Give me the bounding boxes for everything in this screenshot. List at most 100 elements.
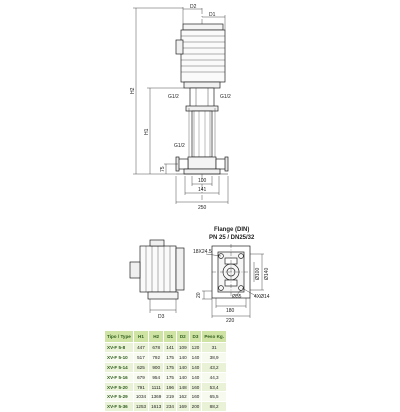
dim-phi100-label: Ø100 [255,268,261,280]
motor-body [180,29,226,83]
dim-h1-label: H1 [144,128,150,135]
header-h1: H1 [132,330,150,343]
cell-d2: 169 [175,401,190,412]
cell-type: XV-F 5-36 [104,401,134,412]
cell-d1: 219 [163,391,177,403]
bolt-hole [218,285,224,291]
cell-h1: 1253 [132,401,150,412]
cell-weight: 88,2 [201,401,227,412]
terminal-box-side [149,239,165,247]
cell-h1: 447 [132,342,150,353]
cell-d1: 175 [163,361,177,373]
cell-type: XV-F 5-8 [104,342,134,353]
cell-d1: 234 [163,401,177,412]
plan-labels: Flange (DIN) PN 25 / DN25/32 18X24.5 Ø10… [158,227,270,324]
pump-foot [183,168,221,175]
cell-d3: 200 [188,401,203,412]
cell-weight: 44,3 [201,371,227,383]
flange-title: Flange (DIN) [214,227,249,233]
table-row: XV-F 5-29 1034 1369 219 162 160 65,5 [104,391,227,403]
cell-type: XV-F 5-10 [104,351,134,363]
cell-d2: 148 [175,381,190,393]
header-type: Tipo / Type [104,330,134,343]
cell-d1: 175 [163,371,177,383]
elevation-dimensions [133,7,229,204]
bolt-hole [238,253,244,259]
table-row: XV-F 5-16 679 954 175 140 140 44,3 [104,371,227,383]
table-row: XV-F 5-14 625 900 175 140 140 43,2 [104,361,227,373]
technical-drawing: D2 D1 H2 H1 G1/2 G1/2 G1/2 75 100 141 25… [129,4,270,324]
dim-d2-label: D2 [190,4,197,10]
motor-fan-cover [182,23,224,31]
cell-d2: 109 [175,342,190,353]
cell-d1: 175 [163,351,177,363]
table-row: XV-F 5-20 791 1111 196 148 160 53,4 [104,381,227,393]
motor-support [147,291,179,300]
bolt-holes-bottom-label: 4XØ14 [254,294,270,300]
port-g12-lower-label: G1/2 [174,143,185,149]
table-row: XV-F 5-10 517 792 175 140 140 38,9 [104,351,227,363]
cell-d1: 141 [163,342,177,353]
coupling-lantern [189,87,215,109]
dim-220-label: 220 [226,318,235,324]
cell-h1: 1034 [132,391,150,403]
cell-weight: 31 [201,342,227,353]
fan-cover-side [129,261,141,279]
cell-weight: 65,5 [201,391,227,403]
cell-weight: 38,9 [201,351,227,363]
cell-h1: 625 [132,361,150,373]
cell-h1: 791 [132,381,150,393]
pump-base [187,156,217,170]
cell-h2: 1369 [148,391,165,403]
dim-d3-label: D3 [158,314,165,320]
cell-d1: 196 [163,381,177,393]
cell-type: XV-F 5-29 [104,391,134,403]
header-d3: D3 [188,330,203,343]
pump-casing [191,110,213,158]
cell-d3: 160 [188,381,203,393]
table-row: XV-F 5-8 447 678 141 109 120 31 [104,342,227,353]
dim-141-label: 141 [198,187,207,193]
dim-250-label: 250 [198,205,207,211]
cell-type: XV-F 5-16 [104,371,134,383]
motor-flange [183,81,221,89]
table-row: XV-F 5-36 1253 1613 234 169 200 88,2 [104,401,227,412]
bolt-hole [218,253,224,259]
cell-weight: 43,2 [201,361,227,373]
pump-elevation-view [175,8,229,200]
cell-h2: 792 [148,351,165,363]
dim-100-label: 100 [198,178,207,184]
cell-d3: 140 [188,371,203,383]
cell-d2: 140 [175,351,190,363]
cell-weight: 53,4 [201,381,227,393]
cell-d3: 140 [188,351,203,363]
header-d2: D2 [175,330,190,343]
dim-d1-label: D1 [209,12,216,18]
table-header-row: Tipo / Type H1 H2 D1 D2 D3 Peso Kg. [104,330,227,343]
dim-phi35-label: Ø35 [232,294,242,300]
bolt-hole [238,285,244,291]
header-d1: D1 [163,330,177,343]
cell-d2: 140 [175,361,190,373]
pump-plan-view [129,239,251,306]
dim-h2-label: H2 [130,87,136,94]
motor-cooling-fins [181,35,225,73]
inlet-flange [177,158,189,170]
cell-h2: 900 [148,361,165,373]
cell-d3: 140 [188,361,203,373]
cell-h1: 679 [132,371,150,383]
cell-type: XV-F 5-14 [104,361,134,373]
cell-h2: 678 [148,342,165,353]
cell-h2: 1111 [148,381,165,393]
cell-d3: 120 [188,342,203,353]
header-h2: H2 [148,330,165,343]
cell-d2: 162 [175,391,190,403]
cell-d3: 160 [188,391,203,403]
port-g12-left-label: G1/2 [168,94,179,100]
cell-d2: 140 [175,371,190,383]
plan-dimensions [149,253,264,318]
terminal-box [175,39,184,55]
port-g12-right-label: G1/2 [220,94,231,100]
dim-180-label: 180 [226,308,235,314]
flange-spec: PN 25 / DN25/32 [209,235,255,241]
